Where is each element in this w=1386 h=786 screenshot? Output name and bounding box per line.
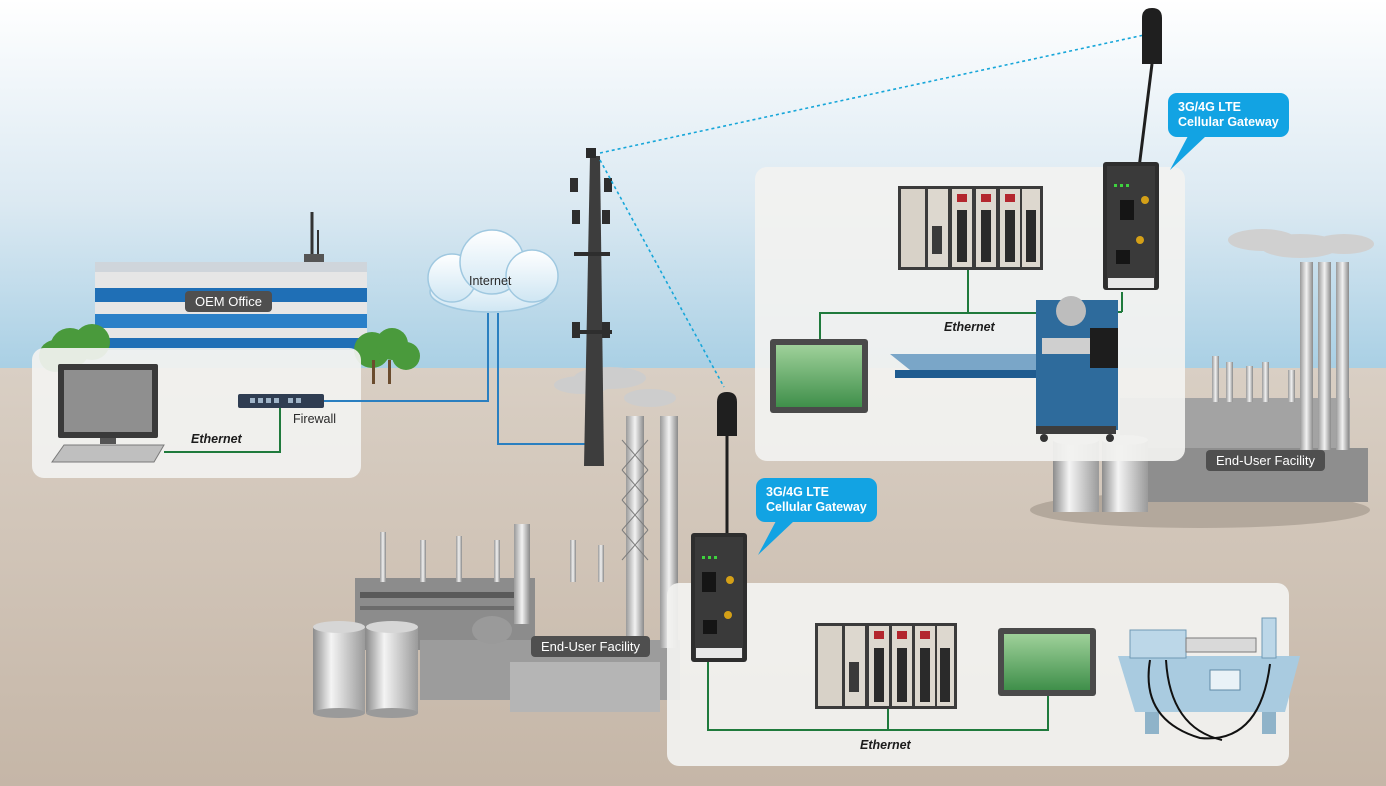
gateway-callout-top: 3G/4G LTE Cellular Gateway [1168, 93, 1289, 137]
bottom-ethernet-line [707, 662, 1049, 731]
gateway-callout-bottom: 3G/4G LTE Cellular Gateway [756, 478, 877, 522]
gateway-callout-top-line2: Cellular Gateway [1178, 115, 1279, 129]
gateway-callout-bottom-line2: Cellular Gateway [766, 500, 867, 514]
hmi-panel-icon [998, 628, 1096, 696]
wireless-link [599, 31, 1159, 388]
antenna-icon [1136, 8, 1162, 177]
firewall-switch-icon [238, 394, 324, 408]
cellular-gateway-icon [1103, 162, 1159, 290]
injection-molding-machine-icon [1118, 617, 1300, 741]
firewall-label: Firewall [293, 412, 337, 426]
gateway-callout-bottom-line1: 3G/4G LTE [766, 485, 829, 499]
plc-rack-icon [815, 623, 957, 709]
plc-rack-icon [898, 186, 1043, 270]
computer-monitor-icon [58, 364, 158, 444]
bottom-ethernet-label: Ethernet [860, 738, 911, 752]
keyboard-icon [51, 444, 165, 463]
office-ethernet-line [164, 402, 281, 453]
cloud-icon [427, 229, 559, 313]
end-user-facility-label-left: End-User Facility [531, 636, 650, 657]
antenna-icon [717, 392, 737, 545]
hmi-panel-icon [770, 339, 868, 413]
top-ethernet-label: Ethernet [944, 320, 995, 334]
internet-label: Internet [469, 274, 512, 288]
gateway-callout-top-line1: 3G/4G LTE [1178, 100, 1241, 114]
cellular-gateway-icon [691, 533, 747, 662]
office-ethernet-label: Ethernet [191, 432, 242, 446]
office-internet-line [324, 313, 489, 402]
cell-tower-icon [570, 148, 612, 466]
gateway-callout-bottom-tail [758, 521, 794, 555]
tower-internet-line [497, 313, 590, 445]
packaging-machine-icon [890, 296, 1118, 442]
end-user-facility-label-right: End-User Facility [1206, 450, 1325, 471]
gateway-callout-top-tail [1170, 136, 1206, 170]
oem-office-label: OEM Office [185, 291, 272, 312]
